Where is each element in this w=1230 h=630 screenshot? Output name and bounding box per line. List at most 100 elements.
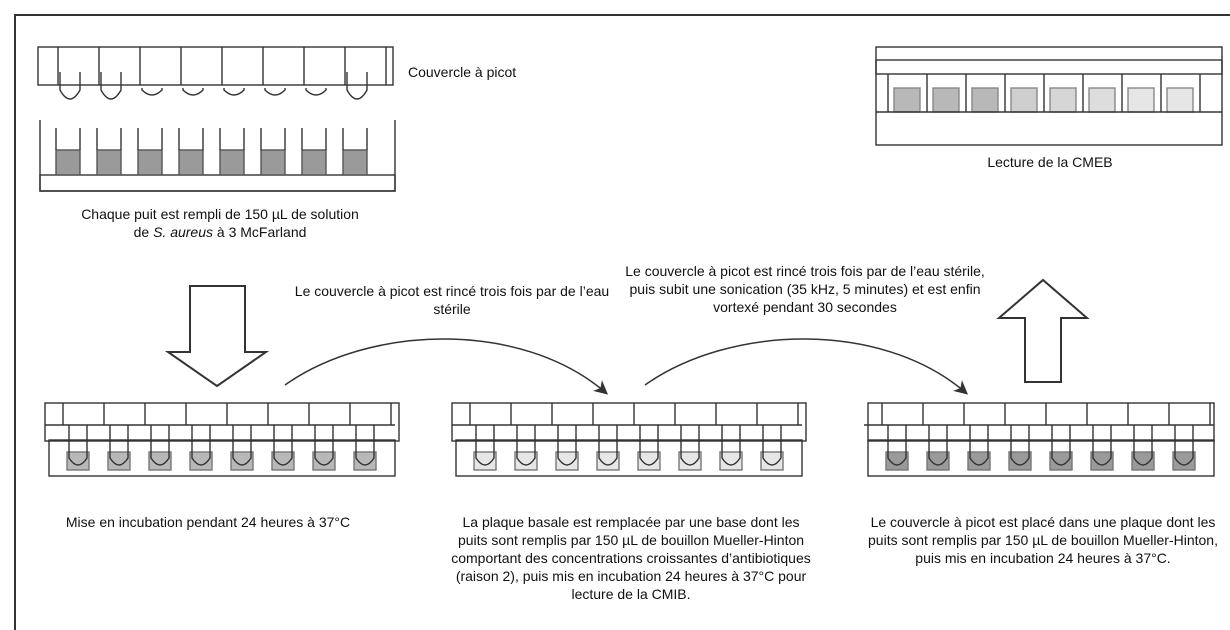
peg [141,88,163,96]
peg [346,72,368,100]
curved-arrow-rinse-2 [644,338,969,395]
well-liquid [967,451,991,471]
plate-base [867,439,1215,477]
well-liquid [719,451,743,471]
read-plate [875,46,1223,146]
peg [762,425,782,466]
up-arrow-icon [996,278,1090,383]
plate-base [455,439,803,477]
peg [232,425,252,466]
peg [191,425,211,466]
well-liquid [107,451,131,471]
peg [355,425,375,466]
well-liquid [66,451,90,471]
peg [1010,425,1030,466]
peg [273,425,293,466]
step2-caption: Mise en incubation pendant 24 heures à 3… [65,514,351,530]
well-liquid [1049,87,1077,113]
step1-caption-line2-suffix: à 3 McFarland [213,224,307,240]
peg [598,425,618,466]
well-liquid [678,451,702,471]
peg [150,425,170,466]
peg [182,88,204,96]
well-liquid [1090,451,1114,471]
peg [314,425,334,466]
peg [1174,425,1194,466]
well-liquid [637,451,661,471]
peg [223,88,245,96]
cmib-plate [451,402,807,477]
peg [100,72,122,100]
figure-frame [14,14,1230,630]
well-liquid [271,451,295,471]
peg [557,425,577,466]
well-liquid [971,87,999,113]
well-liquid [312,451,336,471]
species-name: S. aureus [153,224,214,240]
step1-caption-line2-prefix: de [133,224,154,240]
peg [680,425,700,466]
curved-arrow-rinse-1 [284,338,609,395]
well-liquid [96,149,122,176]
peg [109,425,129,466]
peg [1051,425,1071,466]
peg [475,425,495,466]
well-liquid [148,451,172,471]
well-liquid [55,149,81,176]
well-liquid [473,451,497,471]
well-liquid [301,149,327,176]
peg [639,425,659,466]
well-liquid [760,451,784,471]
rinse1-text: Le couvercle à picot est rincé trois foi… [294,283,610,317]
well-liquid [1010,87,1038,113]
peg [59,72,81,100]
well-liquid [219,149,245,176]
peg [1133,425,1153,466]
well-liquid [932,87,960,113]
well-liquid [1166,87,1194,113]
step3-caption: La plaque basale est remplacée par une b… [451,514,811,602]
peg [887,425,907,466]
well-liquid [596,451,620,471]
well-liquid [555,451,579,471]
peg [1092,425,1112,466]
well-liquid [260,149,286,176]
rinse2-text: Le couvercle à picot est rincé trois foi… [625,263,985,315]
well-liquid [1172,451,1196,471]
well-liquid [178,149,204,176]
peg-lid-pegs [57,47,387,100]
well-liquid [137,149,163,176]
well-liquid [1127,87,1155,113]
peg-lid [37,46,394,100]
well-liquid [353,451,377,471]
well-liquid [893,87,921,113]
peg [969,425,989,466]
peg-lid-label: Couvercle à picot [408,64,517,80]
well-liquid [1049,451,1073,471]
peg [928,425,948,466]
well-liquid [189,451,213,471]
plate-base [48,439,396,477]
well-plate-inoculum [39,120,396,192]
well-liquid [1131,451,1155,471]
well-liquid [230,451,254,471]
step4-caption: Le couvercle à picot est placé dans une … [868,514,1218,566]
well-liquid [514,451,538,471]
well-liquid [1008,451,1032,471]
peg [264,88,286,96]
incubation-plate [44,402,400,477]
down-arrow-icon [164,285,270,388]
peg [305,88,327,96]
peg [721,425,741,466]
peg [68,425,88,466]
biofilm-plate [864,402,1215,477]
peg [516,425,536,466]
step5-caption: Lecture de la CMEB [987,154,1113,170]
well-liquid [1088,87,1116,113]
well-liquid [885,451,909,471]
step1-caption: Chaque puit est rempli de 150 µL de solu… [30,205,410,241]
well-liquid [926,451,950,471]
step1-caption-line1: Chaque puit est rempli de 150 µL de solu… [81,206,359,222]
well-liquid [342,149,368,176]
